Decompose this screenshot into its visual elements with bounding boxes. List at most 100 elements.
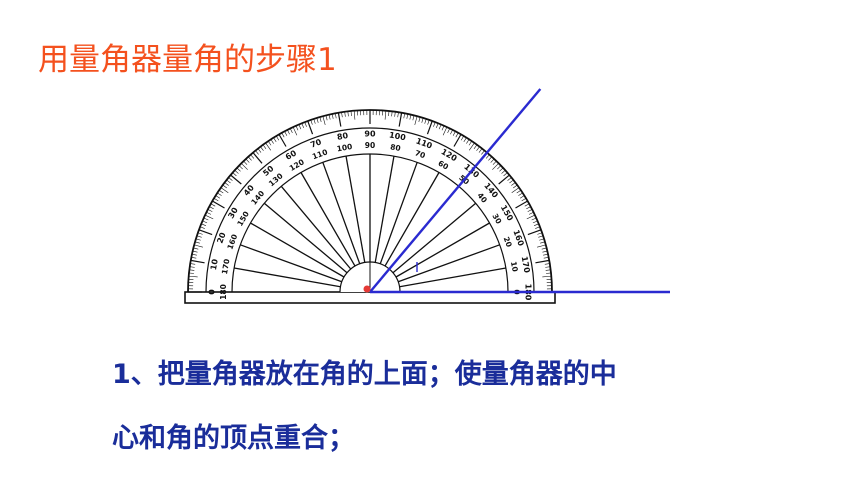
- scale-tick: [209, 206, 214, 210]
- scale-tick: [542, 275, 552, 278]
- scale-tick: [545, 269, 551, 271]
- scale-tick: [394, 111, 396, 117]
- scale-tick: [189, 266, 195, 268]
- scale-tick: [191, 256, 197, 259]
- scale-tick: [247, 156, 252, 161]
- scale-tick: [270, 139, 274, 144]
- scale-tick: [526, 214, 536, 220]
- scale-tick: [234, 169, 239, 174]
- scale-tick: [287, 129, 290, 135]
- scale-tick: [298, 124, 302, 130]
- scale-tick: [276, 135, 280, 141]
- outer-scale-label: 90: [364, 130, 376, 139]
- scale-tick: [543, 256, 549, 259]
- radial-line: [397, 244, 500, 283]
- scale-tick: [262, 144, 267, 149]
- scale-tick: [468, 140, 473, 146]
- scale-tick: [189, 269, 195, 271]
- protractor-base: [184, 291, 556, 304]
- scale-tick: [331, 113, 334, 119]
- scale-tick: [319, 116, 322, 122]
- radial-line: [392, 202, 477, 274]
- scale-tick: [398, 112, 403, 127]
- scale-tick: [545, 272, 552, 274]
- scale-tick: [524, 203, 530, 207]
- scale-tick: [201, 223, 207, 226]
- instruction-line-1: 1、把量角器放在角的上面；使量角器的中: [112, 359, 617, 390]
- scale-tick: [414, 116, 418, 125]
- scale-tick: [447, 128, 451, 134]
- inner-scale-label: 20: [502, 235, 514, 248]
- inner-scale-label: 90: [365, 141, 375, 150]
- scale-tick: [224, 182, 229, 186]
- scale-tick: [202, 220, 208, 224]
- scale-tick: [521, 198, 527, 202]
- inner-scale-label: 60: [436, 159, 450, 172]
- scale-tick: [391, 111, 393, 117]
- scale-tick: [538, 235, 544, 238]
- scale-tick: [218, 189, 224, 194]
- scale-tick: [191, 253, 197, 256]
- scale-tick: [252, 152, 263, 164]
- scale-tick: [232, 172, 237, 177]
- outer-scale-label: 20: [215, 231, 227, 245]
- scale-tick: [433, 121, 436, 127]
- scale-tick: [535, 226, 541, 229]
- radial-line: [322, 162, 361, 265]
- radial-line: [374, 155, 395, 263]
- scale-tick: [322, 116, 326, 125]
- scale-tick: [325, 115, 328, 121]
- inner-scale-label: 160: [225, 233, 239, 251]
- scale-tick: [222, 184, 227, 189]
- scale-tick: [284, 131, 288, 136]
- scale-tick: [519, 195, 525, 199]
- scale-tick: [527, 229, 542, 236]
- scale-tick: [409, 114, 412, 120]
- scale-tick: [194, 244, 203, 248]
- scale-tick: [196, 235, 202, 238]
- scale-tick: [452, 131, 456, 136]
- scale-tick: [406, 113, 409, 119]
- radial-line: [250, 222, 345, 278]
- scale-tick: [442, 126, 448, 136]
- scale-tick: [278, 134, 287, 147]
- scale-tick: [539, 238, 545, 241]
- scale-tick: [426, 120, 433, 135]
- radial-line: [280, 185, 352, 270]
- inner-scale-label: 30: [490, 212, 503, 226]
- radial-line: [379, 162, 418, 265]
- scale-tick: [468, 142, 475, 151]
- scale-tick: [516, 189, 522, 194]
- radial-line: [399, 267, 507, 288]
- radial-line: [345, 155, 366, 263]
- scale-tick: [450, 129, 453, 135]
- scale-tick: [350, 110, 352, 117]
- scale-tick: [255, 150, 259, 155]
- scale-tick: [526, 206, 531, 210]
- scale-tick: [527, 209, 533, 212]
- scale-tick: [190, 263, 196, 265]
- scale-tick: [421, 117, 424, 123]
- inner-scale-label: 170: [220, 258, 232, 275]
- scale-tick: [485, 154, 490, 159]
- scale-tick: [535, 259, 550, 264]
- scale-tick: [544, 263, 550, 265]
- radial-line: [300, 172, 356, 267]
- scale-tick: [481, 150, 485, 155]
- scale-tick: [195, 238, 201, 241]
- scale-tick: [265, 142, 272, 151]
- scale-tick: [273, 137, 277, 143]
- radial-line: [384, 172, 440, 267]
- scale-tick: [541, 247, 547, 250]
- scale-tick: [316, 117, 319, 123]
- scale-tick: [463, 137, 467, 143]
- scale-tick: [542, 250, 548, 253]
- outer-scale-label: 70: [309, 137, 323, 149]
- scale-tick: [194, 241, 200, 244]
- scale-tick: [228, 177, 233, 181]
- scale-tick: [347, 111, 349, 117]
- scale-tick: [212, 200, 225, 209]
- scale-tick: [388, 110, 390, 117]
- scale-tick: [478, 148, 483, 153]
- scale-tick: [509, 179, 514, 184]
